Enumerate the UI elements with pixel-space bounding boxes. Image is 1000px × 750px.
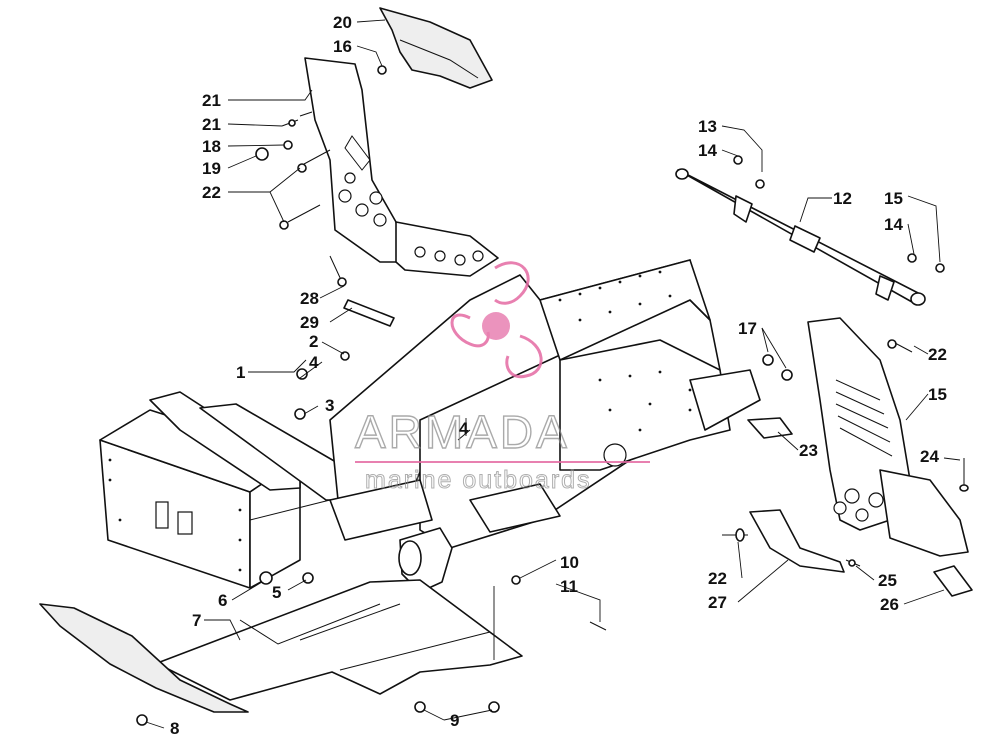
callout-12: 12	[833, 189, 852, 208]
callout-8: 8	[170, 719, 179, 738]
callout-19: 20	[333, 13, 352, 32]
callout-27: 27	[708, 593, 727, 612]
callout-28: 28	[300, 289, 319, 308]
callout-1: 1	[236, 363, 245, 382]
small-parts-center	[294, 255, 471, 441]
callout-4-left: 4	[309, 353, 319, 372]
callout-3: 3	[325, 396, 334, 415]
callout-29: 29	[300, 313, 319, 332]
fasteners-lower	[136, 571, 607, 726]
callout-2: 2	[309, 332, 318, 351]
callout-15-right: 15	[884, 189, 903, 208]
callout-9: 9	[450, 711, 459, 730]
callout-16: 17	[738, 319, 757, 338]
callout-4-center: 4	[459, 419, 469, 438]
callout-22-upper: 22	[202, 183, 221, 202]
watermark-tagline: marine outboards	[365, 466, 592, 494]
callout-13: 13	[698, 117, 717, 136]
mounting-bracket-23	[747, 417, 793, 439]
callout-21-upper: 21	[202, 91, 221, 110]
callout-labels: 20 16 21 21 18 19 22 28 29 2 1 4 3 4 6 5…	[170, 13, 947, 738]
callout-23: 23	[799, 441, 818, 460]
watermark: ARMADA marine outboards	[354, 261, 650, 495]
callout-15-upper: 16	[333, 37, 352, 56]
belly-pan	[159, 579, 523, 701]
small-hardware-upper	[255, 65, 387, 230]
lower-bracket-27	[722, 509, 845, 573]
callout-14-left: 14	[698, 141, 717, 160]
callout-10: 10	[560, 553, 579, 572]
callout-22-lower: 22	[708, 569, 727, 588]
frame-rivet-pattern	[108, 270, 692, 572]
plate-26	[933, 565, 973, 597]
steering-post	[675, 155, 945, 306]
steering-cover	[379, 7, 493, 89]
chassis-frame	[99, 259, 761, 593]
callout-21-right: 15	[928, 385, 947, 404]
callout-17: 18	[202, 137, 221, 156]
front-skid-plate	[39, 603, 249, 713]
steering-support-bracket	[304, 57, 499, 277]
leader-lines	[145, 19, 961, 729]
callout-5: 5	[272, 583, 281, 602]
callout-20: 21	[202, 115, 221, 134]
callout-6: 6	[218, 591, 227, 610]
callout-18: 19	[202, 159, 221, 178]
propeller-logo-icon	[450, 261, 543, 379]
callout-24: 24	[920, 447, 939, 466]
small-hardware-right	[762, 339, 969, 492]
callout-7: 7	[192, 611, 201, 630]
callout-25: 25	[878, 571, 897, 590]
callout-14-right: 14	[884, 215, 903, 234]
callout-22-right: 22	[928, 345, 947, 364]
watermark-brand: ARMADA	[355, 406, 570, 458]
callout-26: 26	[880, 595, 899, 614]
callout-11: 11	[560, 577, 578, 596]
right-side-panel	[807, 317, 969, 557]
hardware-25	[845, 559, 861, 567]
